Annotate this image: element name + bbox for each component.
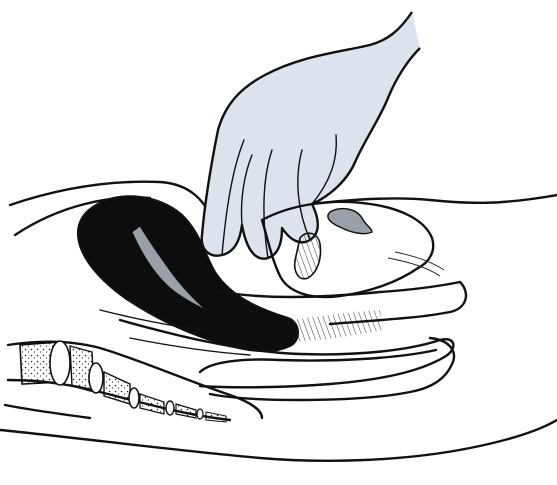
hand-icon [202, 12, 420, 259]
